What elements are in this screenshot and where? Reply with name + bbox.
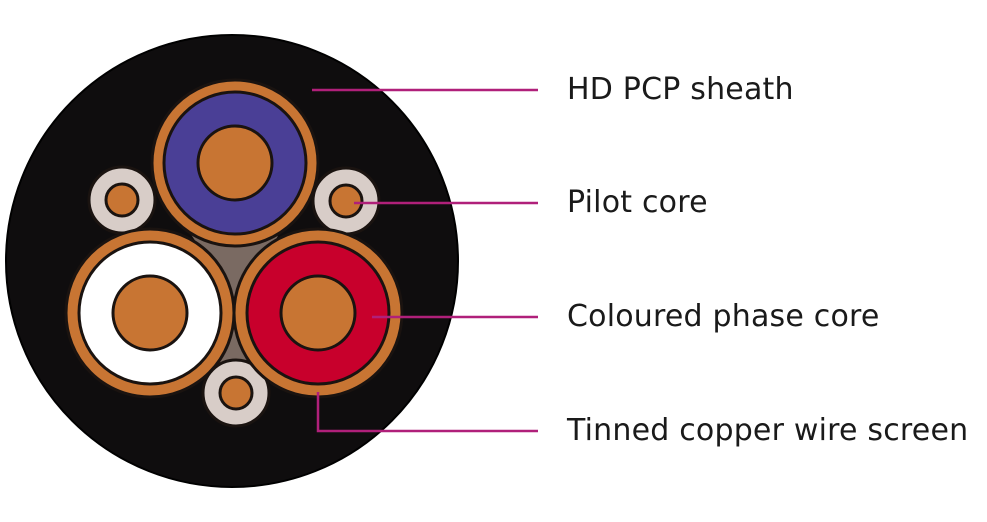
pilot-core-right [311, 166, 381, 236]
label-hd-pcp-sheath: HD PCP sheath [567, 72, 794, 107]
phase-core-white [64, 227, 236, 399]
phase-core-blue [150, 78, 320, 248]
label-tinned-copper-wire-screen: Tinned copper wire screen [567, 413, 969, 448]
pilot-core-bottom [201, 358, 271, 428]
leader-screen [316, 392, 538, 433]
phase-core-red [232, 227, 404, 399]
label-pilot-core: Pilot core [567, 185, 708, 220]
label-coloured-phase-core: Coloured phase core [567, 299, 880, 334]
pilot-core-left [87, 165, 157, 235]
